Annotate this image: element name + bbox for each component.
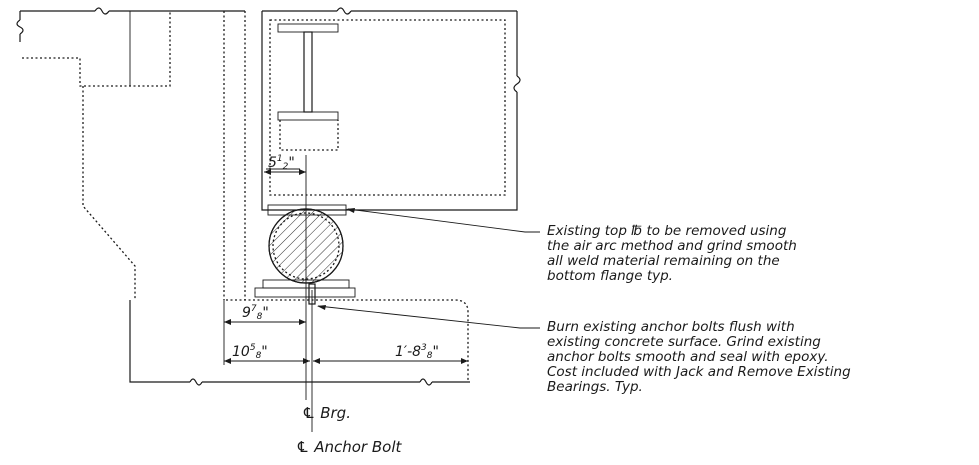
note-anchor-bolts-line-4: Cost included with Jack and Remove Exist… xyxy=(547,364,851,380)
note-anchor-bolts-line-1: Burn existing anchor bolts flush with xyxy=(547,319,795,335)
i-beam-section xyxy=(277,23,339,151)
note-anchor-bolts: Burn existing anchor bolts flush with ex… xyxy=(547,319,851,395)
dim-right-lower: 1′-838" xyxy=(395,343,439,361)
dim-offset-top: 512" xyxy=(268,154,295,172)
label-centerline-anchor-bolt: ℄ Anchor Bolt xyxy=(296,438,402,456)
note-top-plate: Existing top ℔ to be removed using the a… xyxy=(547,223,797,284)
note-anchor-bolts-line-3: anchor bolts smooth and seal with epoxy. xyxy=(547,349,829,365)
note-top-plate-line-2: the air arc method and grind smooth xyxy=(547,238,797,254)
label-centerline-bearing: ℄ Brg. xyxy=(302,404,351,422)
leader-lines xyxy=(317,208,540,329)
bearing-assembly xyxy=(254,204,356,305)
dimension-lines xyxy=(223,169,468,365)
note-top-plate-line-3: all weld material remaining on the xyxy=(547,253,780,269)
bridge-seat xyxy=(226,299,469,380)
note-top-plate-line-4: bottom flange typ. xyxy=(547,268,673,284)
girder-end xyxy=(261,7,521,211)
centerlines xyxy=(305,155,313,432)
abutment-backwall xyxy=(16,7,470,386)
note-anchor-bolts-line-5: Bearings. Typ. xyxy=(547,379,643,395)
masonry-plate xyxy=(254,287,356,298)
note-anchor-bolts-line-2: existing concrete surface. Grind existin… xyxy=(547,334,821,350)
dim-left-upper: 978" xyxy=(242,304,269,322)
note-top-plate-line-1: Existing top ℔ to be removed using xyxy=(547,223,787,239)
dim-left-lower: 1058" xyxy=(232,343,268,361)
